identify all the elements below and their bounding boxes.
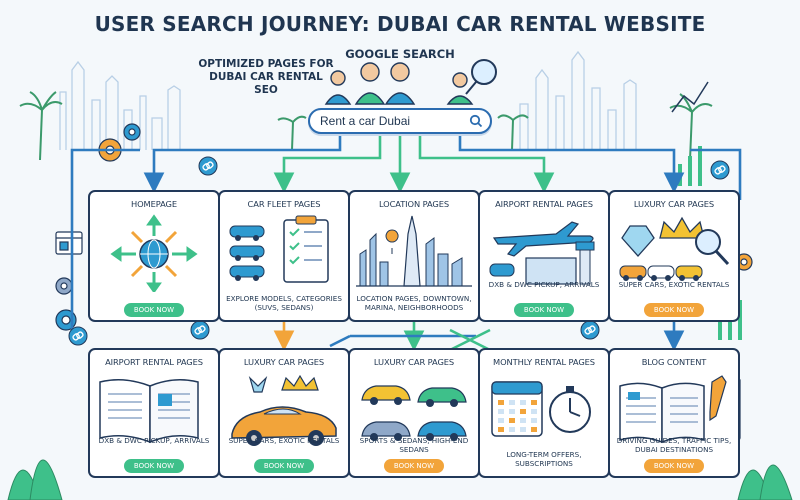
browser-window-icon	[55, 231, 83, 255]
card-title: MONTHLY RENTAL PAGES	[493, 357, 595, 367]
arrow-right-loop	[690, 148, 742, 200]
card-title: LUXURY CAR PAGES	[373, 357, 455, 367]
arrow-location-cross	[329, 334, 476, 348]
page-card-1-5[interactable]: LUXURY CAR PAGES SUPER CARS, EXOTIC RENT…	[608, 190, 740, 322]
card-caption: LOCATION PAGES, DOWNTOWN, MARINA, NEIGHB…	[356, 294, 472, 312]
open-book-icon	[99, 379, 199, 444]
book-now-button[interactable]: BOOK NOW	[644, 459, 704, 473]
magnifier-icon	[465, 59, 497, 95]
page-card-1-4[interactable]: AIRPORT RENTAL PAGES DXB & DWC PICKUP, A…	[478, 190, 610, 322]
arrow-search-to-luxury	[458, 134, 685, 194]
diamond-crown-icon	[619, 216, 730, 281]
arrow-search-to-airport	[418, 134, 555, 194]
page-card-2-4[interactable]: MONTHLY RENTAL PAGES LONG-TERM OFFERS, S…	[478, 348, 610, 478]
page-card-1-1[interactable]: HOMEPAGE BOOK NOW	[88, 190, 220, 322]
page-card-2-5[interactable]: BLOG CONTENT DRIVING GUIDES, TRAFFIC TIP…	[608, 348, 740, 478]
palm-tree-icon	[19, 91, 713, 161]
book-now-button[interactable]: BOOK NOW	[384, 459, 444, 473]
card-title: BLOG CONTENT	[641, 357, 707, 367]
search-icon	[469, 114, 483, 128]
google-search-label: GOOGLE SEARCH	[345, 47, 455, 61]
airplane-icon	[489, 221, 595, 285]
arrow-cross-x	[449, 328, 491, 352]
card-caption: DXB & DWC PICKUP, ARRIVALS	[98, 436, 210, 445]
card-title: CAR FLEET PAGES	[247, 199, 321, 209]
card-title: AIRPORT RENTAL PAGES	[105, 357, 203, 367]
card-title: LOCATION PAGES	[378, 199, 450, 209]
card-title: LUXURY CAR PAGES	[633, 199, 715, 209]
card-title: LUXURY CAR PAGES	[243, 357, 325, 367]
link-chain-icon	[710, 160, 730, 180]
sedans-icon	[361, 385, 467, 441]
arrow-search-to-fleet	[273, 134, 382, 194]
car-fleet-checklist-icon	[229, 215, 329, 283]
page-card-1-2[interactable]: CAR FLEET PAGES EXPLORE MODELS, CATEGORI…	[218, 190, 350, 322]
card-caption: DRIVING GUIDES, TRAFFIC TIPS, DUBAI DEST…	[616, 436, 732, 454]
link-chain-icon	[198, 156, 218, 176]
page-card-2-3[interactable]: LUXURY CAR PAGES SPORTS & SEDANS, HIGH-E…	[348, 348, 480, 478]
page-card-2-2[interactable]: LUXURY CAR PAGES SUPER CARS, EXOTIC RENT…	[218, 348, 350, 478]
skyline-left-icon	[59, 60, 181, 150]
sports-car-icon	[231, 374, 337, 446]
search-input[interactable]	[320, 114, 460, 128]
page-card-2-1[interactable]: AIRPORT RENTAL PAGES DXB & DWC PICKUP, A…	[88, 348, 220, 478]
card-caption: SUPER CARS, EXOTIC RENTALS	[618, 280, 730, 289]
book-now-button[interactable]: BOOK NOW	[644, 303, 704, 317]
search-button[interactable]	[466, 112, 486, 130]
link-chain-icon	[68, 326, 88, 346]
page-title: USER SEARCH JOURNEY: DUBAI CAR RENTAL WE…	[94, 12, 706, 36]
link-chain-icon	[580, 320, 600, 340]
card-title: AIRPORT RENTAL PAGES	[495, 199, 593, 209]
plant-icon	[7, 459, 793, 500]
card-caption: SUPER CARS, EXOTIC RENTALS	[228, 436, 340, 445]
card-caption: EXPLORE MODELS, CATEGORIES (SUVs, SEDANS…	[226, 294, 342, 312]
card-caption: SPORTS & SEDANS, HIGH-END SEDANS	[359, 436, 469, 454]
dubai-skyline-icon	[356, 215, 472, 287]
card-caption: DXB & DWC PICKUP, ARRIVALS	[488, 280, 600, 289]
globe-arrows-icon	[110, 214, 198, 292]
arrow-search-to-homepage	[143, 134, 342, 194]
optimized-pages-label: OPTIMIZED PAGES FOR DUBAI CAR RENTAL SEO	[198, 58, 334, 96]
users-icon	[324, 62, 474, 105]
book-now-button[interactable]: BOOK NOW	[514, 303, 574, 317]
skyline-right-icon	[519, 50, 637, 150]
book-now-button[interactable]: BOOK NOW	[124, 459, 184, 473]
card-title: HOMEPAGE	[130, 199, 178, 209]
search-bar[interactable]	[308, 108, 492, 134]
page-card-1-3[interactable]: LOCATION PAGES LOCATION PAGES, DOWNTOWN,…	[348, 190, 480, 322]
book-now-button[interactable]: BOOK NOW	[124, 303, 184, 317]
book-now-button[interactable]: BOOK NOW	[254, 459, 314, 473]
blog-book-icon	[619, 375, 727, 444]
link-chain-icon	[190, 320, 210, 340]
calendar-clock-icon	[491, 381, 591, 437]
card-caption: LONG-TERM OFFERS, SUBSCRIPTIONS	[506, 450, 582, 468]
